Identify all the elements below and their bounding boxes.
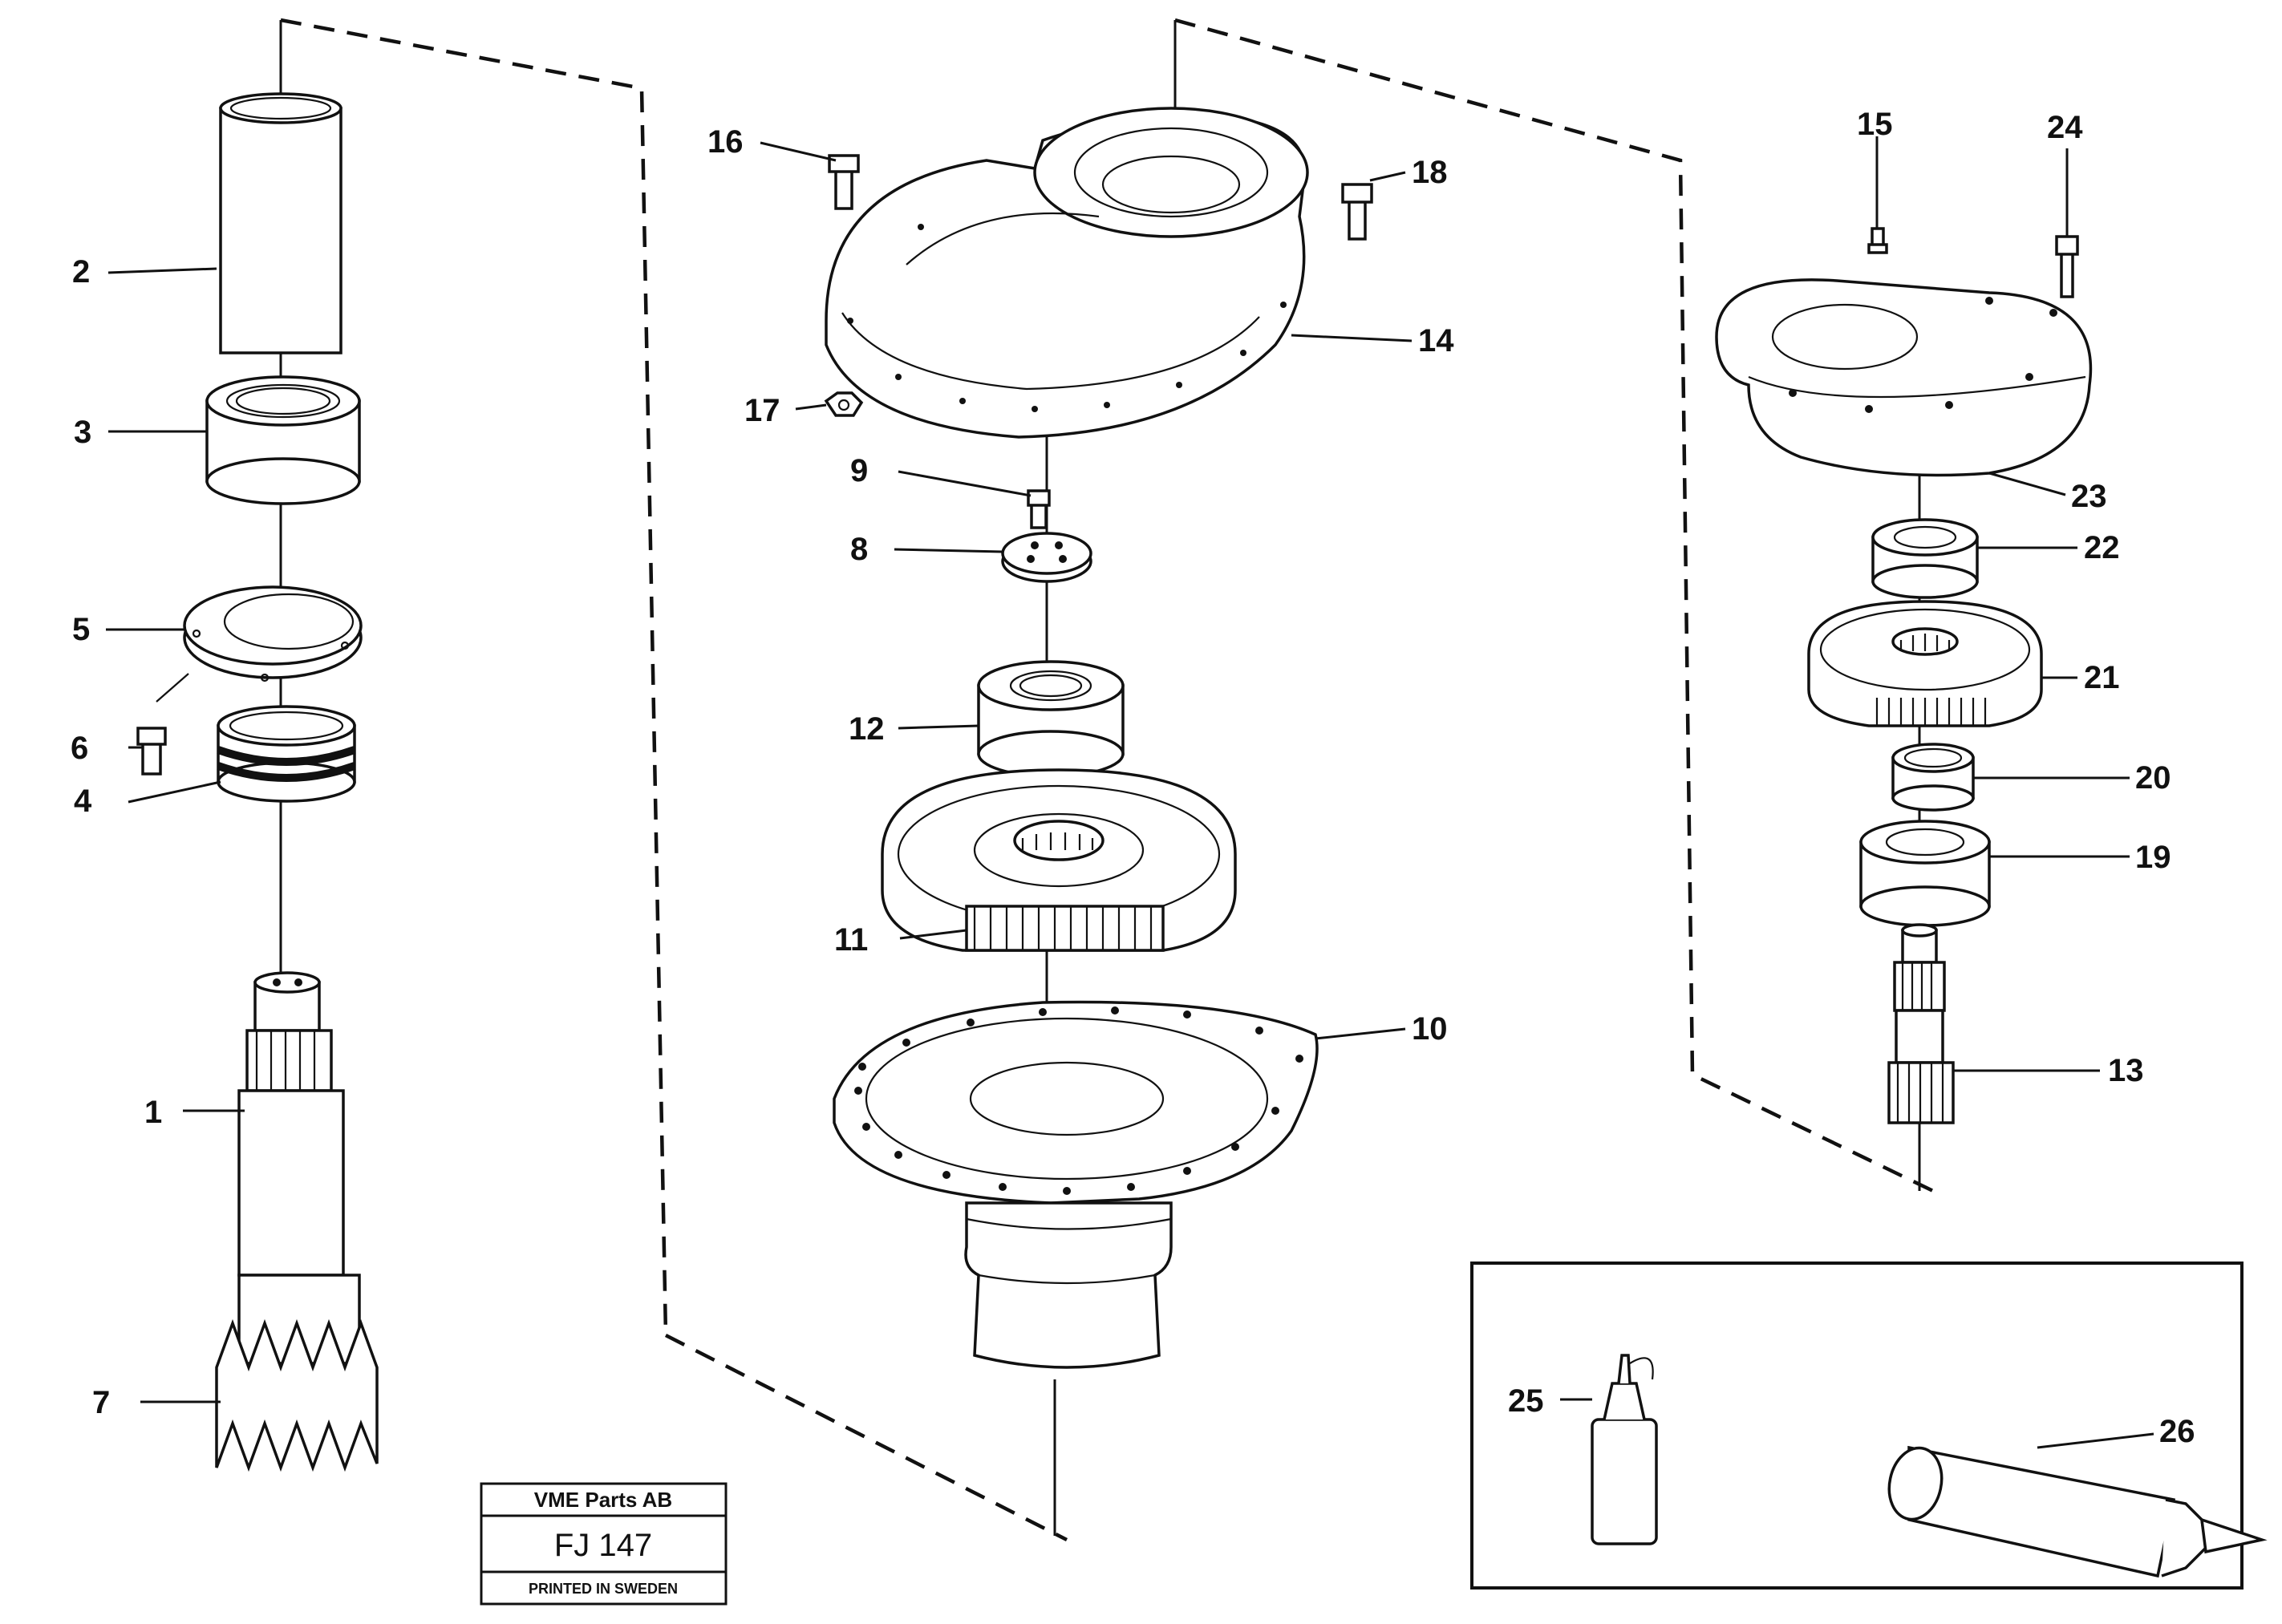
callout-13: 13	[2108, 1053, 2144, 1088]
seal-flange-part	[156, 585, 363, 703]
leader-lines	[106, 141, 2154, 1449]
callout-9: 9	[850, 453, 868, 488]
callout-17: 17	[744, 393, 780, 428]
bearing-part-19	[1859, 820, 1991, 927]
left-group-dashed-boundary	[280, 18, 668, 1336]
title-block-printed-note: PRINTED IN SWEDEN	[529, 1581, 678, 1597]
center-assembly	[824, 20, 1373, 1536]
sleeve-part	[219, 92, 343, 354]
consumables-box	[1470, 1262, 2268, 1590]
splined-shaft-part	[215, 971, 379, 1472]
nut-part	[824, 391, 864, 417]
screw-part	[1027, 489, 1051, 529]
callout-10: 10	[1412, 1011, 1448, 1047]
gear-part-21	[1807, 600, 2043, 727]
callout-4: 4	[74, 784, 92, 819]
callout-20: 20	[2135, 760, 2171, 796]
bearing-part-12	[977, 660, 1125, 778]
sealant-tube-part	[1887, 1445, 2268, 1578]
pin-part-15	[1867, 227, 1888, 254]
spacer-part	[1891, 743, 1975, 812]
right-assembly	[1715, 136, 2093, 1191]
callout-24: 24	[2047, 110, 2083, 145]
upper-housing-part	[825, 107, 1309, 439]
center-group-dashed-boundary	[1174, 18, 1934, 1193]
callout-25: 25	[1508, 1383, 1544, 1419]
callout-2: 2	[72, 254, 90, 290]
bolt-part-16	[828, 154, 860, 210]
cover-part	[1715, 278, 2093, 477]
callout-3: 3	[74, 415, 91, 450]
bolt-part-18	[1341, 183, 1373, 241]
washer-plate-part	[1001, 532, 1092, 583]
callout-15: 15	[1857, 107, 1893, 142]
callout-18: 18	[1412, 155, 1448, 190]
callout-1: 1	[144, 1095, 162, 1130]
bearing-part	[205, 375, 361, 505]
pinion-shaft-part	[1887, 923, 1955, 1124]
left-assembly	[136, 20, 379, 1472]
callout-11: 11	[834, 922, 868, 958]
callout-19: 19	[2135, 840, 2171, 875]
callout-6: 6	[71, 731, 88, 766]
bearing-part-22	[1871, 518, 1979, 599]
large-gear-part	[881, 768, 1237, 952]
bolt-part-6	[136, 727, 167, 776]
title-block: VME Parts AB FJ 147 PRINTED IN SWEDEN	[480, 1482, 728, 1606]
left-center-dashed-link	[664, 1333, 1068, 1542]
callout-labels: 1 2 3 4 5 6 7 8 9 10 11 12 13 14 15 16 1…	[71, 107, 2195, 1449]
bolt-part-24	[2055, 235, 2079, 298]
callout-14: 14	[1418, 323, 1454, 358]
callout-22: 22	[2084, 530, 2120, 565]
lower-housing-part	[833, 1000, 1319, 1369]
title-block-company: VME Parts AB	[534, 1488, 672, 1512]
callout-12: 12	[849, 711, 885, 747]
callout-5: 5	[72, 612, 90, 647]
callout-7: 7	[92, 1385, 110, 1420]
oil-bottle-part	[1591, 1354, 1658, 1545]
callout-26: 26	[2159, 1414, 2195, 1449]
callout-16: 16	[707, 124, 744, 160]
callout-8: 8	[850, 532, 868, 567]
title-block-drawing-number: FJ 147	[554, 1528, 652, 1563]
callout-21: 21	[2084, 660, 2120, 695]
seal-ring-part	[217, 705, 356, 803]
callout-23: 23	[2071, 479, 2107, 514]
